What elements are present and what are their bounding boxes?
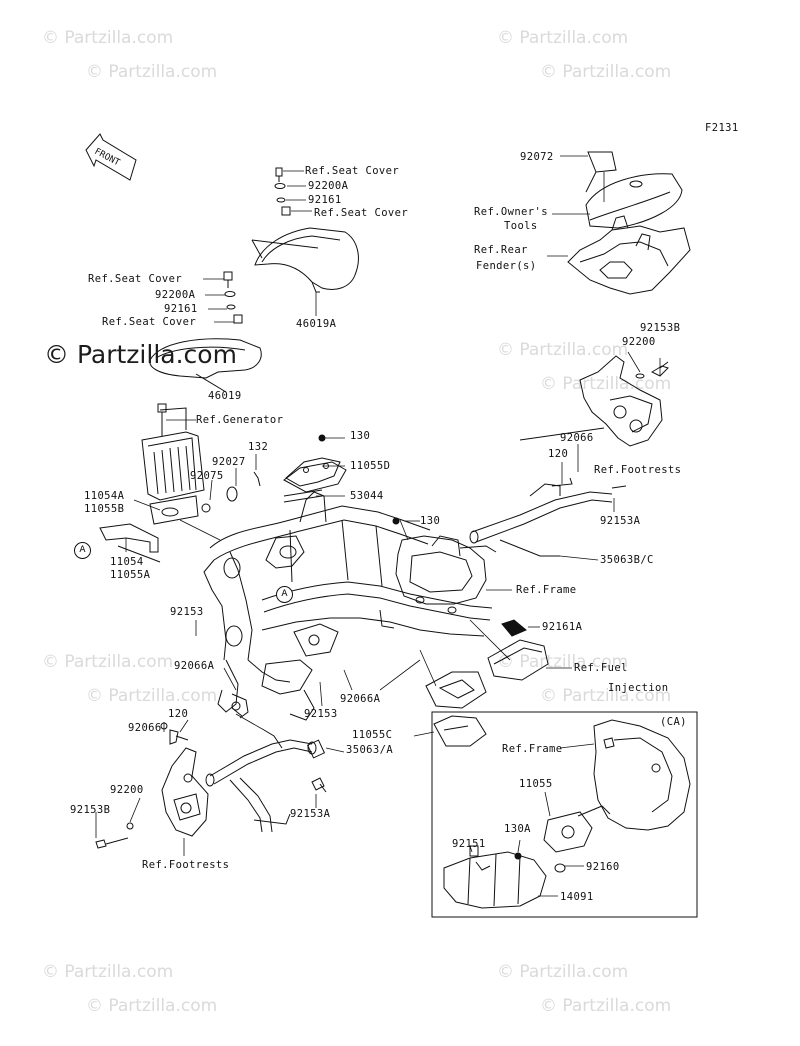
label-92153b: 92153B xyxy=(70,804,111,816)
watermark: © Partzilla.com xyxy=(42,962,174,982)
front-arrow-icon: FRONT xyxy=(85,133,137,181)
label-92066: 92066 xyxy=(560,432,594,444)
watermark: © Partzilla.com xyxy=(497,962,629,982)
ca-canister-assembly xyxy=(443,719,691,909)
watermark: © Partzilla.com xyxy=(497,28,629,48)
label-92161a: 92161A xyxy=(542,621,583,633)
label-92151: 92151 xyxy=(452,838,486,850)
watermark: © Partzilla.com xyxy=(540,686,672,706)
label-ref-generator: Ref.Generator xyxy=(196,414,284,426)
label-ref-seat-cover: Ref.Seat Cover xyxy=(102,316,197,328)
leader-lines xyxy=(95,155,661,897)
label-92161: 92161 xyxy=(164,303,198,315)
label-92066a: 92066A xyxy=(340,693,381,705)
label-46019a: 46019A xyxy=(296,318,337,330)
callout-a-left: A xyxy=(74,542,91,559)
watermark: © Partzilla.com xyxy=(86,62,218,82)
label-46019: 46019 xyxy=(208,390,242,402)
label-11054a: 11054A xyxy=(84,490,125,502)
label-11055a: 11055A xyxy=(110,569,151,581)
watermark-large: © Partzilla.com xyxy=(44,340,237,369)
regulator-unit xyxy=(99,403,261,563)
label-ref-footrests: Ref.Footrests xyxy=(142,859,230,871)
ca-variant-box xyxy=(431,711,698,918)
label-35063a: 35063/A xyxy=(346,744,394,756)
label-92153b: 92153B xyxy=(640,322,681,334)
label-92027: 92027 xyxy=(212,456,246,468)
label-130a: 130A xyxy=(504,823,531,835)
label-92153a: 92153A xyxy=(290,808,331,820)
watermark: © Partzilla.com xyxy=(497,652,629,672)
label-132: 132 xyxy=(248,441,269,453)
callout-a-frame: A xyxy=(276,586,293,603)
label-92072: 92072 xyxy=(520,151,554,163)
label-ref-fuel-injection-2: Injection xyxy=(608,682,669,694)
label-92153: 92153 xyxy=(304,708,338,720)
label-ref-seat-cover: Ref.Seat Cover xyxy=(88,273,183,285)
label-ref-owners-tools: Ref.Owner's xyxy=(474,206,548,218)
watermark: © Partzilla.com xyxy=(86,996,218,1016)
label-92075: 92075 xyxy=(190,470,224,482)
label-ref-rear-fender-2: Fender(s) xyxy=(476,260,537,272)
label-92200a: 92200A xyxy=(308,180,349,192)
diagram-code: F2131 xyxy=(705,122,739,134)
watermark: © Partzilla.com xyxy=(42,652,174,672)
watermark: © Partzilla.com xyxy=(540,62,672,82)
label-11055: 11055 xyxy=(519,778,553,790)
ca-box-title: (CA) xyxy=(660,716,687,728)
label-ref-seat-cover: Ref.Seat Cover xyxy=(314,207,409,219)
label-92200: 92200 xyxy=(110,784,144,796)
label-92160: 92160 xyxy=(586,861,620,873)
label-11055c: 11055C xyxy=(352,729,393,741)
label-92153: 92153 xyxy=(170,606,204,618)
watermark: © Partzilla.com xyxy=(86,686,218,706)
label-92200: 92200 xyxy=(622,336,656,348)
label-92161: 92161 xyxy=(308,194,342,206)
label-ref-fuel-injection: Ref.Fuel xyxy=(574,662,628,674)
label-ref-frame: Ref.Frame xyxy=(502,743,563,755)
stand-bracket-right xyxy=(469,427,627,557)
main-frame xyxy=(203,461,497,721)
fuel-injection-parts xyxy=(425,619,549,747)
stand-bracket-lower xyxy=(95,722,327,849)
label-92066a: 92066A xyxy=(174,660,215,672)
tool-kit-and-rear-fender xyxy=(567,151,691,295)
label-35063bc: 35063B/C xyxy=(600,554,654,566)
label-ref-rear-fender: Ref.Rear xyxy=(474,244,528,256)
label-11055b: 11055B xyxy=(84,503,125,515)
label-ref-frame: Ref.Frame xyxy=(516,584,577,596)
label-130: 130 xyxy=(420,515,441,527)
label-ref-seat-cover: Ref.Seat Cover xyxy=(305,165,400,177)
label-92066: 92066 xyxy=(128,722,162,734)
watermark: © Partzilla.com xyxy=(540,996,672,1016)
upper-bracket-11055d xyxy=(283,434,400,525)
label-92153a: 92153A xyxy=(600,515,641,527)
label-92200a: 92200A xyxy=(155,289,196,301)
label-11054: 11054 xyxy=(110,556,144,568)
label-53044: 53044 xyxy=(350,490,384,502)
seat-hook-lower xyxy=(149,271,262,393)
label-120: 120 xyxy=(168,708,189,720)
footrest-bracket-upper xyxy=(579,355,669,447)
label-11055d: 11055D xyxy=(350,460,391,472)
label-120: 120 xyxy=(548,448,569,460)
watermark: © Partzilla.com xyxy=(42,28,174,48)
label-ref-footrests: Ref.Footrests xyxy=(594,464,682,476)
watermark: © Partzilla.com xyxy=(497,340,629,360)
label-130: 130 xyxy=(350,430,371,442)
label-ref-owners-tools-2: Tools xyxy=(504,220,538,232)
label-14091: 14091 xyxy=(560,891,594,903)
